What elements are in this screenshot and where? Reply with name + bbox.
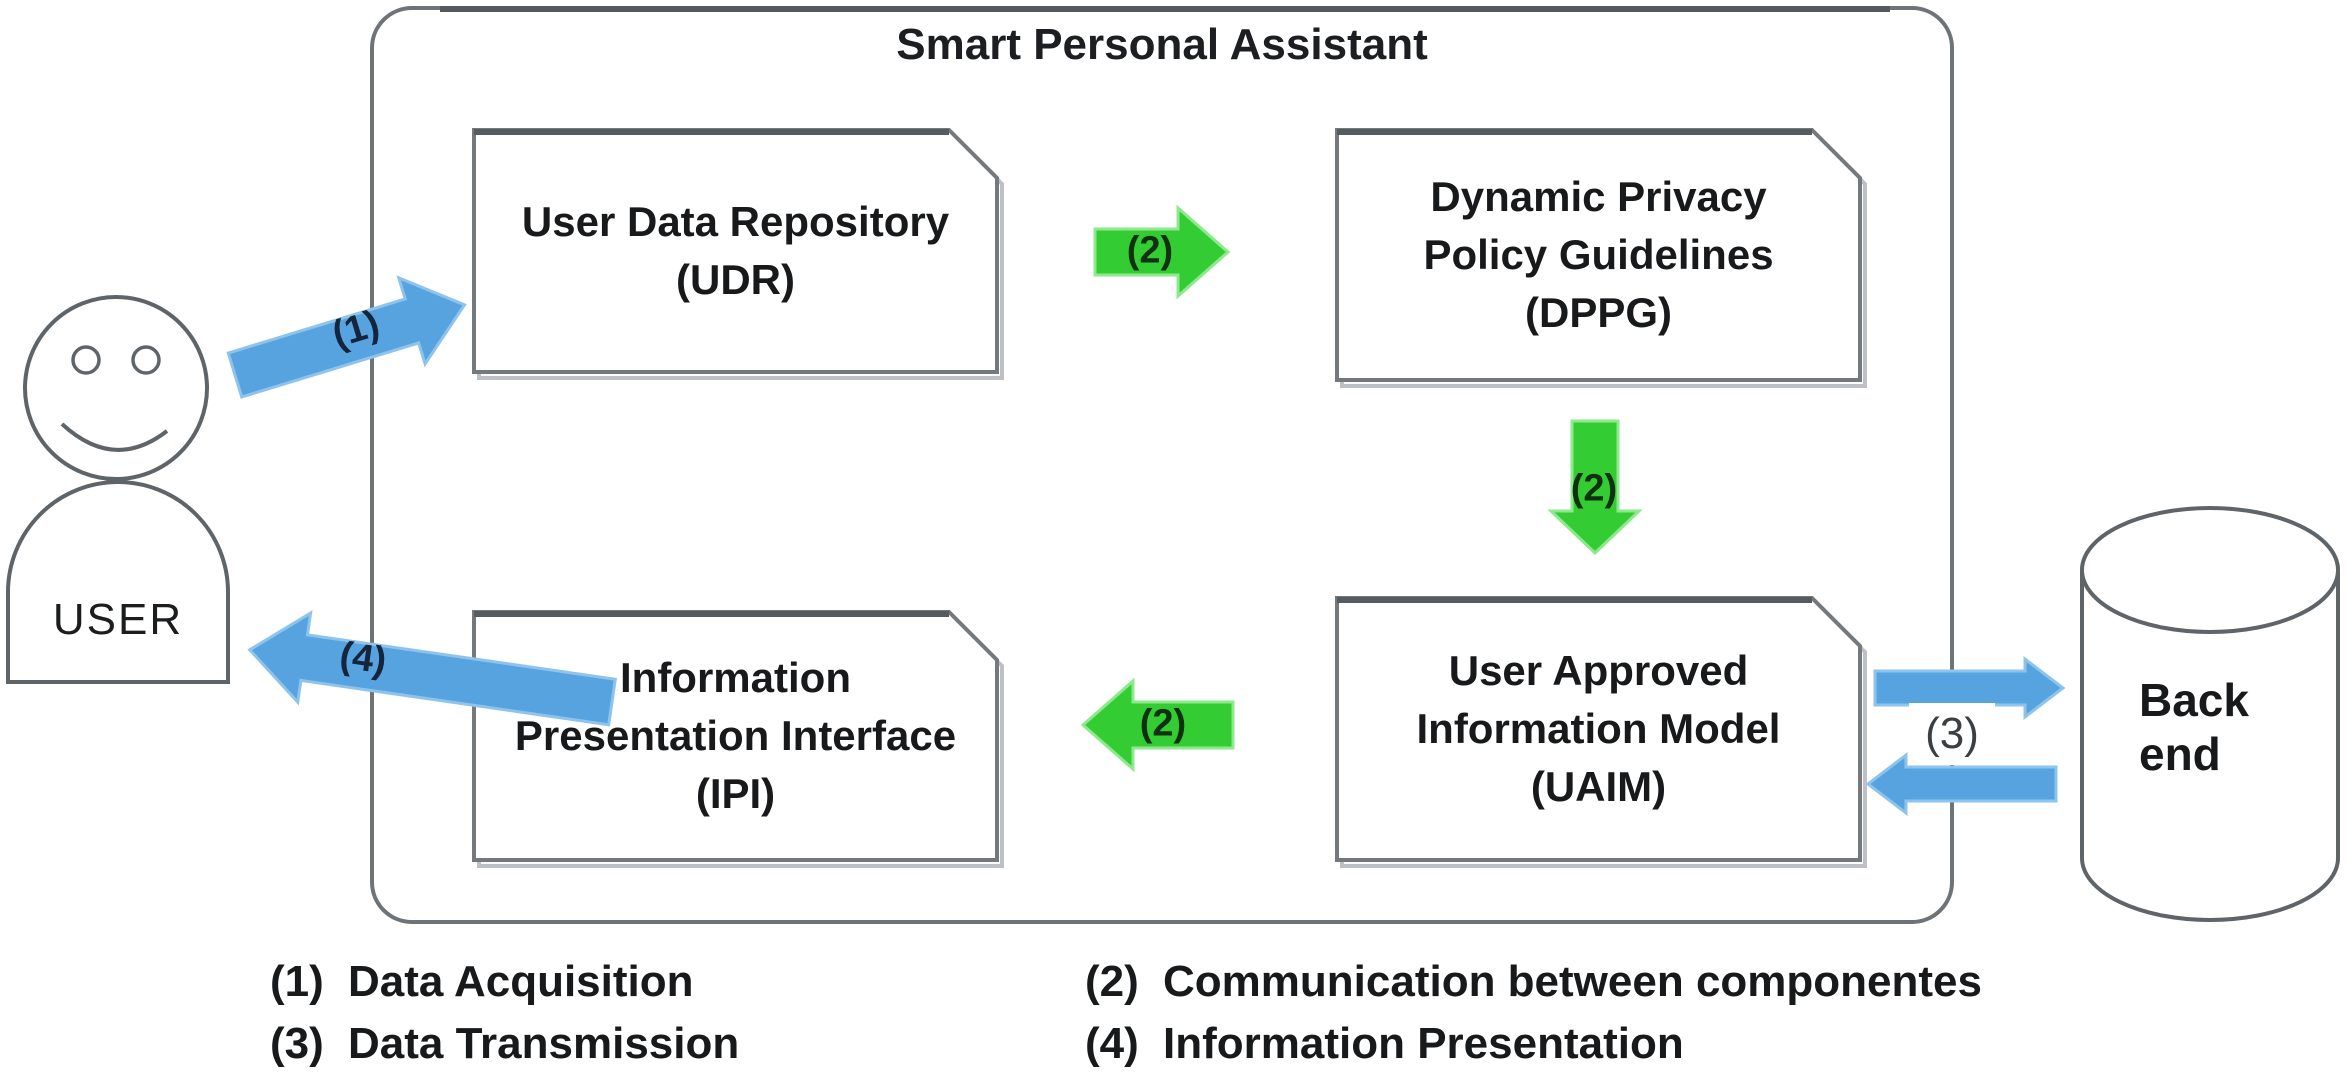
udr-box-label: User Data Repository (UDR) [474,130,997,372]
arrow-1-user-to-udr [226,275,467,399]
legend-item-1: (1) Data Acquisition [270,956,739,1008]
uaim-box-label: User Approved Information Model (UAIM) [1337,598,1860,860]
dppg-line-1: Dynamic Privacy [1430,173,1767,220]
user-right-eye [131,345,161,375]
arrow-3-label: (3) [1909,703,1995,765]
component-boxes [472,128,1867,868]
legend-item-3-text: Data Transmission [348,1019,740,1068]
arrow-3-uaim-to-backend [1873,655,2066,721]
assistant-container-title: Smart Personal Assistant [896,20,1428,69]
arrow-2-uaim-to-ipi [1080,677,1235,773]
legend-item-2-num: (2) [1085,957,1139,1006]
udr-line-2: (UDR) [676,256,795,303]
user-head-shape [23,295,209,481]
uaim-line-2: Information Model [1416,705,1781,752]
legend-item-3: (3) Data Transmission [270,1018,739,1070]
uaim-line-1: User Approved [1448,647,1749,694]
legend-item-4: (4) Information Presentation [1085,1018,1982,1070]
ipi-line-1: Information [620,654,851,701]
arrow-2-dppg-to-uaim [1547,419,1643,556]
user-smile [60,422,169,452]
ipi-line-2: Presentation Interface [514,712,957,759]
ipi-box-label: Information Presentation Interface (IPI) [474,612,997,860]
arrow-4-ipi-to-user [247,610,617,727]
blue-arrows [226,275,2066,817]
green-arrows [1080,204,1643,773]
legend-left-column: (1) Data Acquisition (3) Data Transmissi… [270,956,739,1070]
arrow-3-backend-to-uaim [1865,751,2058,817]
user-left-eye [71,345,101,375]
legend-item-4-num: (4) [1085,1019,1139,1068]
legend-item-2-text: Communication between componentes [1163,957,1982,1006]
legend-item-4-text: Information Presentation [1163,1019,1684,1068]
arrow-2a-label: (2) [1126,229,1174,272]
database-icon [2080,506,2340,922]
arrow-2c-label: (2) [1139,702,1187,745]
uaim-line-3: (UAIM) [1530,763,1667,810]
arrow-4-label: (4) [337,634,389,683]
dppg-line-2: Policy Guidelines [1423,231,1774,278]
legend-item-1-num: (1) [270,957,324,1006]
database-top [2080,506,2340,634]
dppg-line-3: (DPPG) [1525,289,1672,336]
legend-item-1-text: Data Acquisition [348,957,694,1006]
legend-item-3-num: (3) [270,1019,324,1068]
arrow-2-udr-to-dppg [1093,204,1231,300]
legend-item-2: (2) Communication between componentes [1085,956,1982,1008]
user-body-shape [6,480,230,684]
ipi-line-3: (IPI) [695,770,776,817]
arrow-2b-label: (2) [1570,467,1618,510]
dppg-box-label: Dynamic Privacy Policy Guidelines (DPPG) [1337,130,1860,380]
legend-right-column: (2) Communication between componentes (4… [1085,956,1982,1070]
user-icon [6,295,230,684]
user-label: USER [52,595,184,644]
database-body [2080,570,2340,922]
udr-line-1: User Data Repository [521,198,950,245]
backend-label: Back end [2139,674,2249,780]
